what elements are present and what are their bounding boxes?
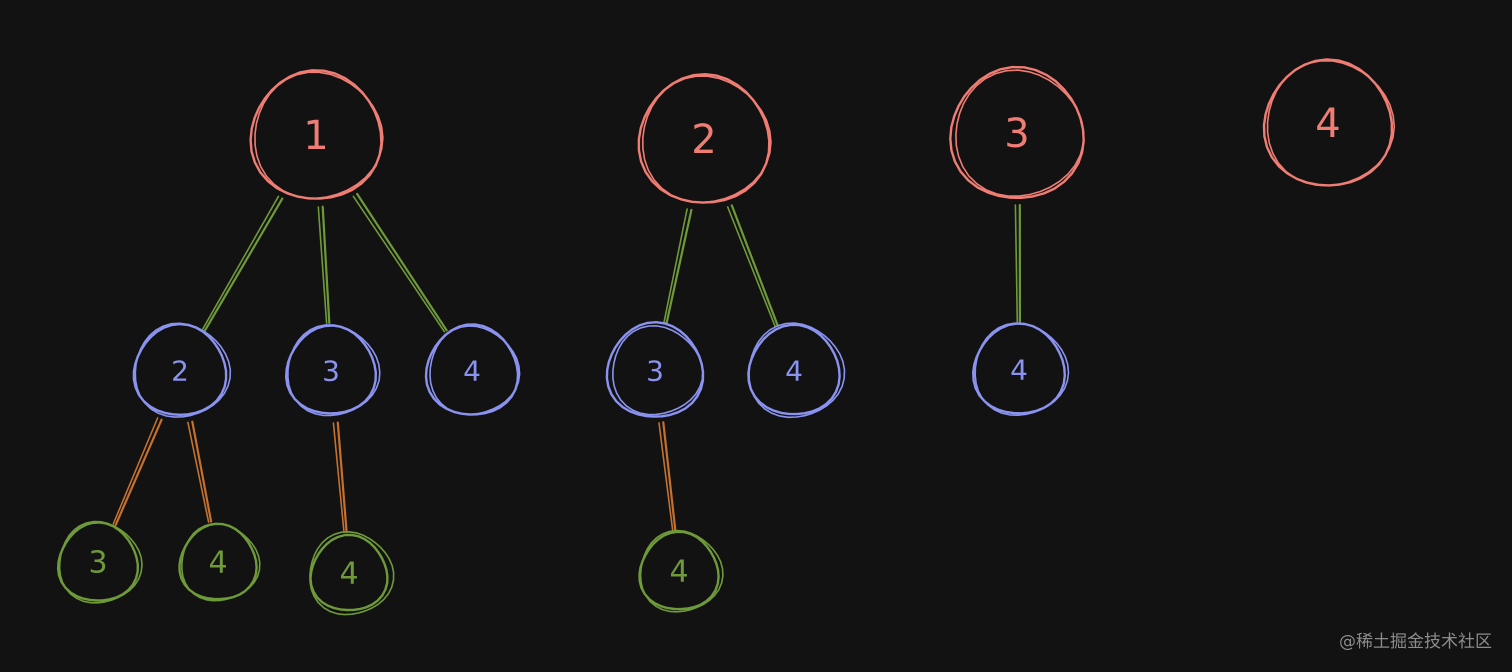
tree2-child-node-1-outline xyxy=(605,321,705,418)
tree1-child-node-1-label: 2 xyxy=(171,355,189,388)
edge-tree2-root-to-child1-stroke xyxy=(665,208,693,326)
tree1-child2-grandchild-node-1-label: 4 xyxy=(339,557,358,592)
tree3-root-node: 3 xyxy=(949,65,1085,199)
edge-tree1-child1-to-grandchild1 xyxy=(112,417,163,527)
tree4-root-node-outline xyxy=(1266,60,1396,187)
edge-tree3-root-to-child1-stroke xyxy=(1014,204,1019,323)
edge-tree1-child1-to-grandchild2-stroke xyxy=(187,421,210,523)
tree1-child1-grandchild-node-2-label: 4 xyxy=(208,546,227,581)
edge-tree2-root-to-child2-stroke xyxy=(726,206,777,328)
edge-tree1-root-to-child2-stroke xyxy=(317,206,328,325)
tree2-child1-grandchild-node-1: 4 xyxy=(638,529,724,613)
tree2-child1-grandchild-node-1-label: 4 xyxy=(669,555,688,590)
edge-tree2-child1-to-grandchild1-stroke xyxy=(658,422,674,532)
tree2-child1-grandchild-node-1-outline xyxy=(639,529,724,613)
edge-tree1-root-to-child1-stroke xyxy=(204,197,284,332)
edge-tree1-root-to-child1-stroke xyxy=(202,195,280,330)
tree3-root-node-outline xyxy=(955,69,1085,197)
tree1-child2-grandchild-node-1-outline xyxy=(309,533,389,612)
tree4-root-node-label: 4 xyxy=(1315,101,1340,147)
tree3-child-node-1-label: 4 xyxy=(1010,354,1028,387)
edge-tree1-root-to-child2 xyxy=(317,205,331,325)
tree3-root-node-outline xyxy=(949,65,1085,199)
tree1-child-node-1-outline xyxy=(132,322,228,416)
tree1-child1-grandchild-node-2: 4 xyxy=(178,522,261,602)
tree2-child-node-2-outline xyxy=(748,322,846,419)
tree1-child1-grandchild-node-1: 3 xyxy=(56,520,143,604)
edge-tree1-root-to-child3 xyxy=(352,192,448,333)
tree2-child-node-1-outline xyxy=(612,325,704,416)
tree1-child-node-3-outline xyxy=(429,325,521,416)
tree2-child-node-1-label: 3 xyxy=(646,355,664,388)
tree1-root-node-outline xyxy=(254,71,384,200)
tree1-child-node-2-outline xyxy=(287,324,381,417)
tree2-child-node-2: 4 xyxy=(747,322,846,419)
edge-tree1-child1-to-grandchild2 xyxy=(187,420,213,523)
tree3-child-node-1: 4 xyxy=(972,322,1070,416)
tree4-root-node: 4 xyxy=(1262,58,1396,187)
edge-tree1-child1-to-grandchild1-stroke xyxy=(112,417,159,525)
tree1-child-node-2: 3 xyxy=(285,324,381,417)
edge-tree2-root-to-child1-stroke xyxy=(662,208,688,325)
tree1-child2-grandchild-node-1: 4 xyxy=(309,531,395,616)
tree3-child-node-1-outline xyxy=(974,322,1070,416)
edge-tree2-child1-to-grandchild1 xyxy=(658,421,677,532)
tree1-child-node-2-label: 3 xyxy=(322,355,340,388)
tree1-child-node-1: 2 xyxy=(132,322,232,418)
tree1-root-node: 1 xyxy=(249,69,384,200)
edge-tree1-child2-to-grandchild1-stroke xyxy=(332,422,345,534)
edge-tree1-root-to-child3-stroke xyxy=(352,195,446,333)
tree3-root-node-label: 3 xyxy=(1004,111,1029,157)
tree1-child1-grandchild-node-2-outline xyxy=(181,523,261,602)
tree1-child1-grandchild-node-1-label: 3 xyxy=(88,546,107,581)
edge-tree3-root-to-child1 xyxy=(1014,203,1022,324)
edge-tree1-root-to-child1 xyxy=(202,195,284,332)
tree1-child-node-1-outline xyxy=(134,322,232,418)
tree1-child-node-3-label: 4 xyxy=(463,355,481,388)
edge-tree1-child2-to-grandchild1 xyxy=(332,421,348,534)
edge-tree2-root-to-child2 xyxy=(726,204,779,328)
edge-tree1-child1-to-grandchild2-stroke xyxy=(191,420,213,523)
tree2-root-node: 2 xyxy=(637,73,772,204)
tree2-root-node-outline xyxy=(642,75,772,204)
tree2-child-node-1: 3 xyxy=(605,321,705,418)
tree1-child-node-3: 4 xyxy=(424,323,521,416)
edge-tree2-root-to-child1 xyxy=(662,208,693,326)
tree1-child2-grandchild-node-1-outline xyxy=(309,531,395,616)
edge-tree1-root-to-child2-stroke xyxy=(321,205,331,325)
edge-tree2-root-to-child2-stroke xyxy=(730,204,779,327)
edge-tree1-child1-to-grandchild1-stroke xyxy=(114,418,163,527)
edge-tree2-child1-to-grandchild1-stroke xyxy=(662,421,677,532)
tree2-root-node-label: 2 xyxy=(691,117,716,163)
tree1-child1-grandchild-node-1-outline xyxy=(58,520,143,604)
tree2-child-node-2-label: 4 xyxy=(785,355,803,388)
edge-tree1-root-to-child3-stroke xyxy=(356,192,448,332)
watermark-text: @稀土掘金技术社区 xyxy=(1339,632,1492,652)
tree1-root-node-label: 1 xyxy=(303,113,328,159)
edge-tree1-child2-to-grandchild1-stroke xyxy=(336,421,348,534)
